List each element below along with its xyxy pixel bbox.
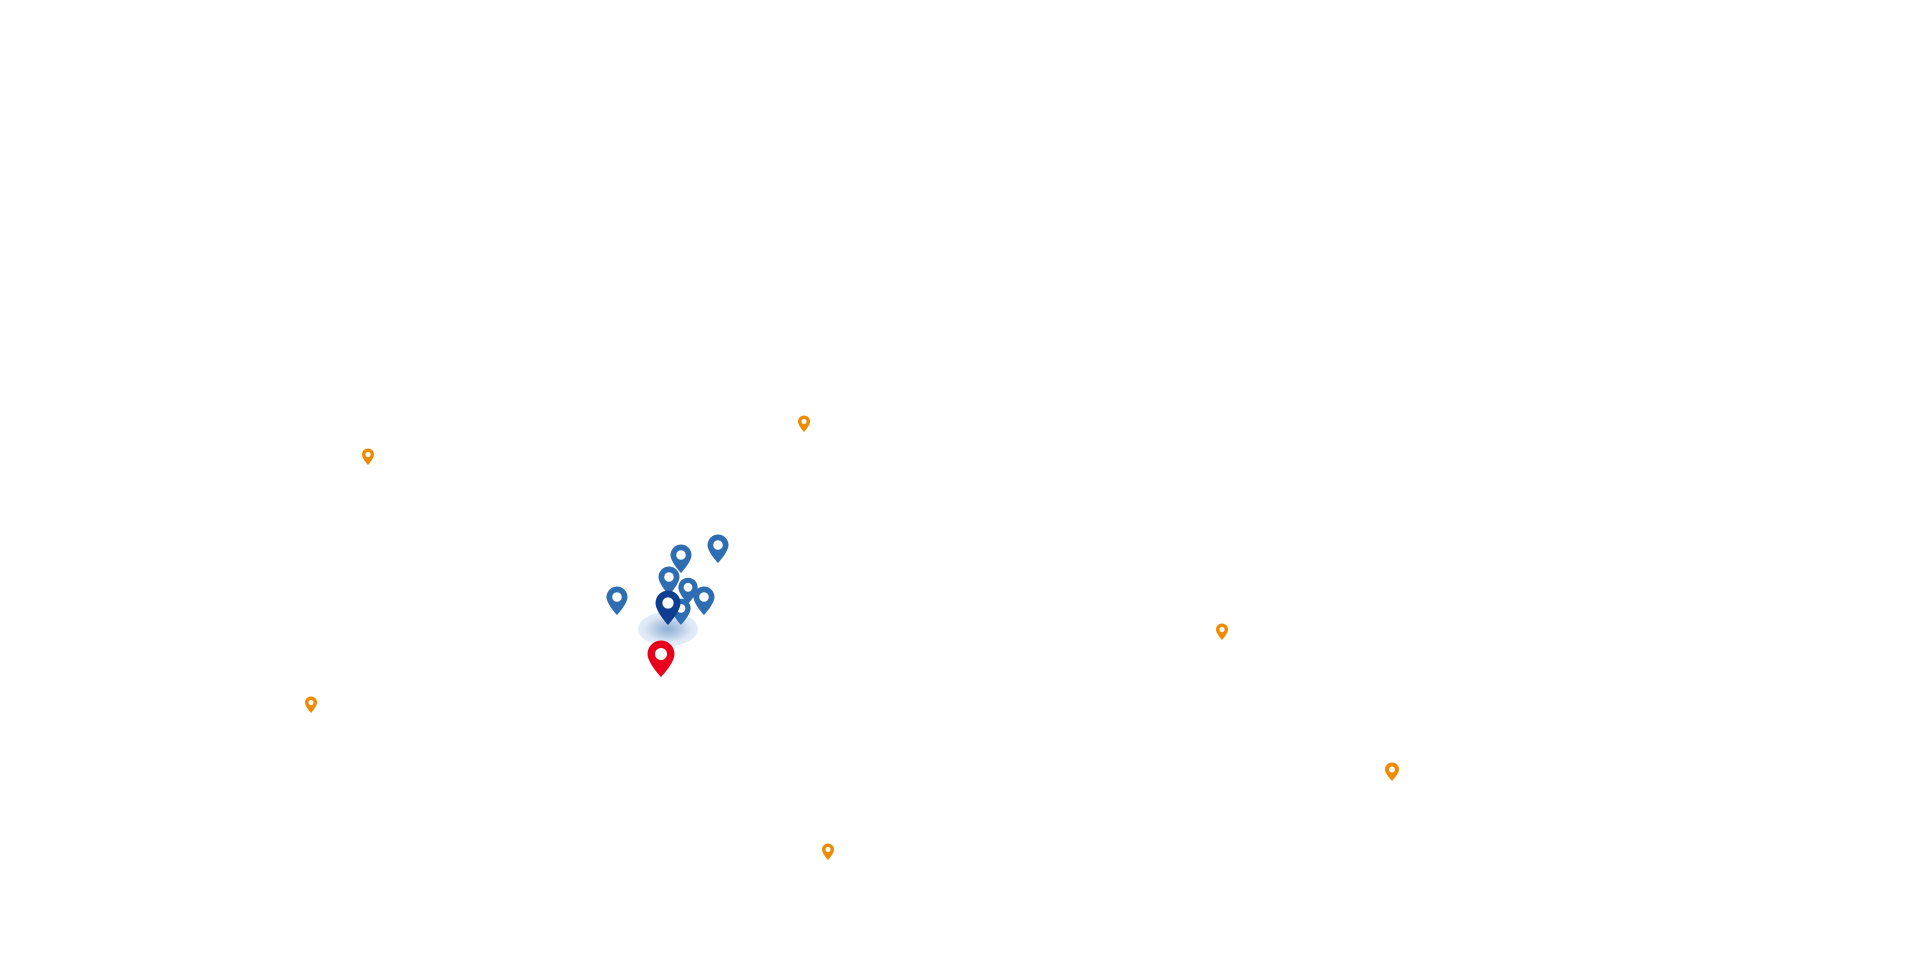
poi-pin-icon — [362, 448, 374, 465]
poi-pin-icon — [305, 696, 317, 713]
selected-location-pin-icon — [655, 590, 681, 625]
selected-location-marker[interactable] — [654, 590, 682, 626]
location-pin-icon — [670, 544, 692, 573]
location-pin-icon — [678, 577, 698, 604]
location-pin-icon — [707, 534, 729, 563]
poi-marker[interactable] — [797, 415, 811, 433]
poi-pin-icon — [1385, 762, 1399, 781]
poi-marker[interactable] — [361, 448, 375, 466]
location-pin-icon — [693, 586, 715, 615]
current-location-pin-icon — [647, 640, 675, 677]
poi-marker[interactable] — [304, 696, 318, 714]
location-marker[interactable] — [677, 577, 699, 605]
location-marker[interactable] — [669, 544, 693, 574]
location-pin-icon — [606, 586, 628, 615]
location-pin-icon — [658, 566, 680, 595]
location-marker[interactable] — [706, 534, 730, 564]
poi-marker[interactable] — [1215, 623, 1229, 641]
poi-pin-icon — [1216, 623, 1228, 640]
current-location-marker[interactable] — [646, 640, 676, 678]
poi-pin-icon — [798, 415, 810, 432]
poi-marker[interactable] — [1384, 762, 1400, 782]
location-marker[interactable] — [657, 566, 681, 596]
poi-pin-icon — [822, 843, 834, 860]
poi-marker[interactable] — [821, 843, 835, 861]
location-marker[interactable] — [605, 586, 629, 616]
location-marker[interactable] — [692, 586, 716, 616]
